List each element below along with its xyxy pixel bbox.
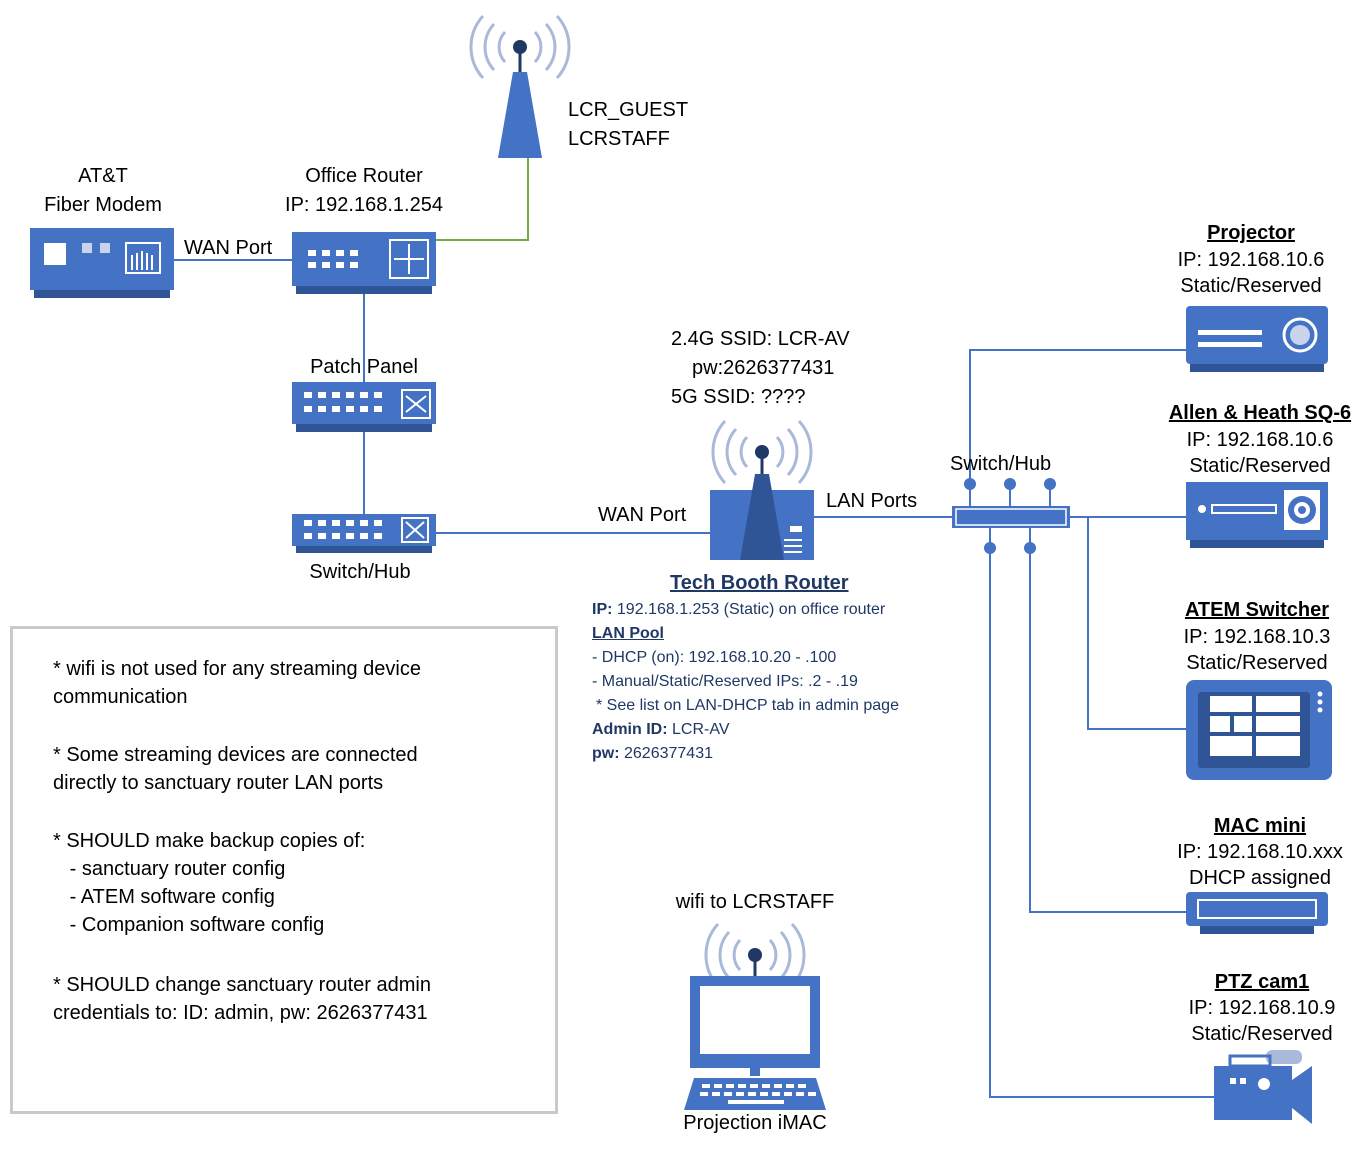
device-ptz-ip: IP: 192.168.10.9 <box>1188 997 1336 1019</box>
tech-ssid-5g: 5G SSID: ???? <box>671 386 806 408</box>
tech-booth-ip-value: 192.168.1.253 (Static) on office router <box>616 601 886 618</box>
device-atem-mode: Static/Reserved <box>1186 652 1328 674</box>
switch-left-label: Switch/Hub <box>309 561 411 583</box>
patch-panel-label: Patch Panel <box>310 356 418 378</box>
fiber-modem-icon <box>30 228 174 298</box>
switch-right-icon <box>952 478 1070 554</box>
imac-label: Projection iMAC <box>683 1112 827 1134</box>
note-wifi: * wifi is not used for any streaming dev… <box>53 658 421 708</box>
tech-ssid-24g: 2.4G SSID: LCR-AV <box>671 328 850 350</box>
atem-switcher-icon <box>1186 680 1332 780</box>
wifi-ssid-guest: LCR_GUEST <box>568 99 689 121</box>
wire-to-ptz-cam <box>989 548 1216 1098</box>
tech-router-wan-port-label: WAN Port <box>598 504 687 526</box>
tech-booth-ip-label: IP: <box>592 601 613 618</box>
patch-panel-icon <box>292 382 436 432</box>
mixer-sq6-icon <box>1186 482 1328 548</box>
switch-right-label: Switch/Hub <box>950 453 1052 475</box>
wire-to-projector <box>969 349 1186 480</box>
tech-booth-router-icon <box>710 419 814 560</box>
device-macmini-mode: DHCP assigned <box>1189 867 1331 889</box>
wifi-antenna-icon <box>469 14 571 158</box>
device-sq6-ip: IP: 192.168.10.6 <box>1186 429 1334 451</box>
note-lan-ports: * Some streaming devices are connected d… <box>53 744 418 794</box>
device-projector-name: Projector <box>1207 222 1295 244</box>
ptz-camera-icon <box>1214 1050 1312 1124</box>
tech-booth-dhcp: - DHCP (on): 192.168.10.20 - .100 <box>592 649 837 666</box>
tech-booth-ip-line: IP: 192.168.1.253 (Static) on office rou… <box>592 598 885 622</box>
tech-ssid-password: pw:2626377431 <box>692 357 835 379</box>
device-macmini-name: MAC mini <box>1213 815 1307 837</box>
device-atem-ip: IP: 192.168.10.3 <box>1183 626 1331 648</box>
tech-booth-pw-value: 2626377431 <box>624 745 713 762</box>
wire-to-atem <box>1060 516 1186 730</box>
office-router-icon <box>292 232 436 294</box>
connection-lines <box>174 259 1216 1098</box>
wifi-ssid-staff: LCRSTAFF <box>568 128 670 150</box>
notes-box: * wifi is not used for any streaming dev… <box>10 626 558 1114</box>
lan-ports-label: LAN Ports <box>826 490 918 512</box>
imac-icon <box>684 922 826 1110</box>
device-projector-ip: IP: 192.168.10.6 <box>1177 249 1325 271</box>
device-sq6-mode: Static/Reserved <box>1189 455 1331 477</box>
device-ptz-name: PTZ cam1 <box>1214 971 1310 993</box>
mac-mini-icon <box>1186 892 1328 934</box>
note-backups: * SHOULD make backup copies of: - sanctu… <box>53 830 366 936</box>
projector-icon <box>1186 306 1328 372</box>
tech-booth-pw-label: pw: <box>592 745 620 762</box>
device-atem-name: ATEM Switcher <box>1184 599 1330 621</box>
wire-router-to-wifi-antenna <box>436 158 529 241</box>
tech-booth-admin-line: Admin ID: LCR-AV <box>592 718 730 742</box>
tech-booth-manual: - Manual/Static/Reserved IPs: .2 - .19 <box>592 673 858 690</box>
device-macmini-ip: IP: 192.168.10.xxx <box>1177 841 1343 863</box>
device-projector-mode: Static/Reserved <box>1180 275 1322 297</box>
tech-booth-lan-pool: LAN Pool <box>592 625 664 642</box>
tech-booth-see-list: * See list on LAN-DHCP tab in admin page <box>596 697 899 714</box>
modem-label-line1: AT&T <box>78 165 128 187</box>
modem-label-line2: Fiber Modem <box>44 194 162 216</box>
wan-port-label: WAN Port <box>184 237 273 259</box>
note-credentials: * SHOULD change sanctuary router admin c… <box>53 974 431 1024</box>
tech-booth-pw-line: pw: 2626377431 <box>592 742 713 766</box>
tech-booth-router-title: Tech Booth Router <box>670 572 849 594</box>
device-sq6-name: Allen & Heath SQ-6 <box>1168 402 1352 424</box>
wire-to-mac-mini <box>1029 548 1186 913</box>
imac-wifi-label: wifi to LCRSTAFF <box>675 891 835 913</box>
office-router-ip: IP: 192.168.1.254 <box>285 194 443 216</box>
device-ptz-mode: Static/Reserved <box>1191 1023 1333 1045</box>
switch-left-icon <box>292 514 436 553</box>
tech-booth-admin-value: LCR-AV <box>672 721 730 738</box>
office-router-label: Office Router <box>305 165 423 187</box>
tech-booth-admin-label: Admin ID: <box>592 721 668 738</box>
